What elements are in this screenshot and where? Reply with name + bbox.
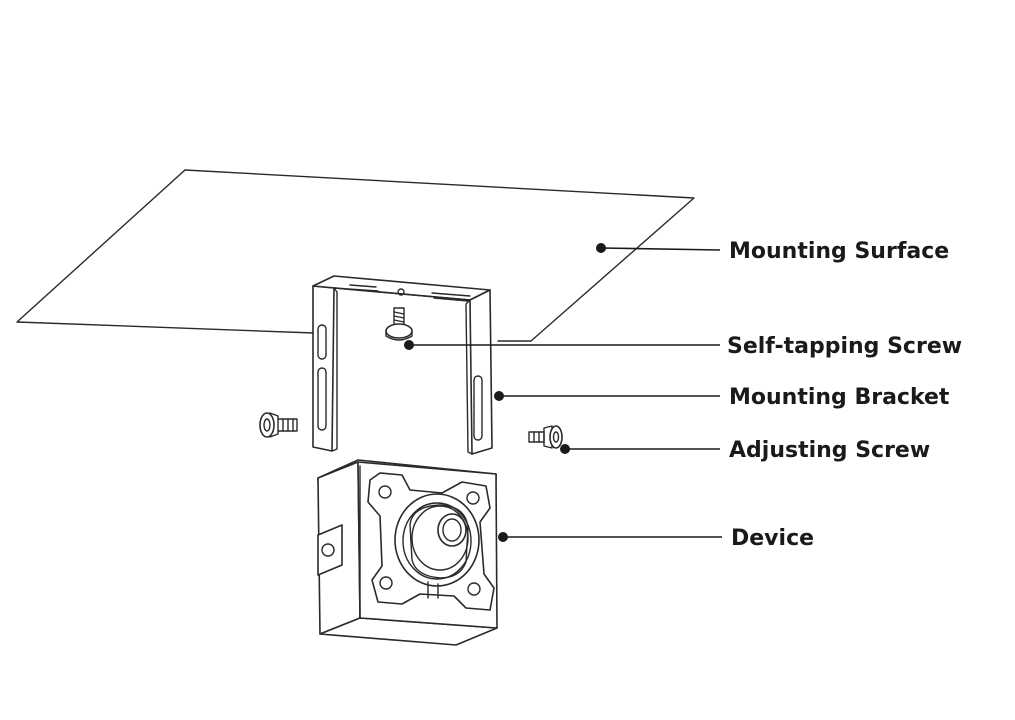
label-mounting-bracket: Mounting Bracket: [729, 385, 950, 410]
self-tapping-screw: [385, 307, 413, 341]
leader-self-tapping-screw: [404, 340, 720, 350]
right-adjusting-screw: [528, 425, 563, 449]
label-self-tapping-screw: Self-tapping Screw: [727, 334, 962, 359]
label-device: Device: [731, 526, 814, 551]
leader-mounting-surface: [596, 243, 721, 253]
leader-adjusting-screw: [560, 444, 720, 454]
left-adjusting-screw: [259, 412, 298, 438]
leader-mounting-bracket: [494, 391, 720, 401]
mounting-bracket: [312, 275, 493, 455]
leader-device: [498, 532, 722, 542]
label-mounting-surface: Mounting Surface: [729, 239, 949, 264]
device-body: [317, 459, 498, 646]
label-adjusting-screw: Adjusting Screw: [729, 438, 930, 463]
mounting-surface-plate: [16, 169, 695, 342]
